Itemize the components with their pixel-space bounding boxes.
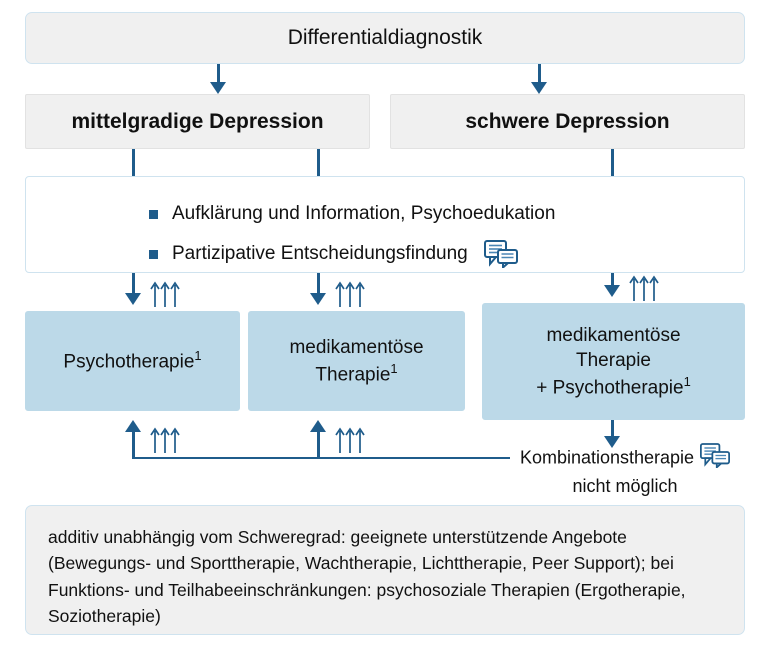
connector-to-treatment-2 xyxy=(317,273,320,295)
connector-moderate-right xyxy=(317,149,320,176)
list-item: Aufklärung und Information, Psychoedukat… xyxy=(149,197,744,231)
footnote-marker: 1 xyxy=(683,373,691,389)
treatment-label-3-line1: medikamentöse xyxy=(546,324,681,346)
arrow-down-icon xyxy=(310,293,326,305)
footnote-text: additiv unabhängig vom Schweregrad: geei… xyxy=(48,527,686,626)
severity-label-severe: schwere Depression xyxy=(465,109,670,133)
footnote-marker: 1 xyxy=(390,360,398,376)
combination-line1: Kombinationstherapie xyxy=(519,447,695,468)
combination-line2: nicht möglich xyxy=(572,476,678,497)
severity-label-moderate: mittelgradige Depression xyxy=(71,109,324,133)
treatment-box-combination: medikamentöse Therapie + Psychotherapie1 xyxy=(482,303,745,420)
triple-up-arrow-icon xyxy=(150,278,182,313)
connector-severe xyxy=(611,149,614,176)
general-measures-box: Aufklärung und Information, Psychoedukat… xyxy=(25,176,745,273)
connector-title-to-severe xyxy=(538,64,541,84)
speech-bubbles-icon xyxy=(483,240,518,268)
combination-not-possible-label: Kombinationstherapie nicht möglich xyxy=(505,443,745,499)
arrow-down-icon xyxy=(210,82,226,94)
arrow-down-icon xyxy=(604,436,620,448)
treatment-label-2-line1: medikamentöse xyxy=(289,336,424,358)
additional-measures-box: additiv unabhängig vom Schweregrad: geei… xyxy=(25,505,745,635)
arrow-down-icon xyxy=(125,293,141,305)
connector-to-treatment-1 xyxy=(132,273,135,295)
diagnosis-title-box: Differentialdiagnostik xyxy=(25,12,745,64)
arrow-down-icon xyxy=(604,285,620,297)
footnote-marker: 1 xyxy=(194,348,202,364)
return-path-line xyxy=(132,457,510,459)
treatment-box-medication: medikamentöse Therapie1 xyxy=(248,311,465,411)
treatment-box-psychotherapy: Psychotherapie1 xyxy=(25,311,240,411)
speech-bubbles-icon xyxy=(700,443,731,474)
treatment-label-3-line2: Therapie xyxy=(576,349,651,371)
connector-to-treatment-3 xyxy=(611,273,614,287)
severity-box-moderate: mittelgradige Depression xyxy=(25,94,370,149)
triple-up-arrow-icon xyxy=(335,424,367,459)
triple-up-arrow-icon xyxy=(629,272,661,307)
treatment-label-1: Psychotherapie xyxy=(63,351,195,373)
list-item: Partizipative Entscheidungsfindung xyxy=(149,237,744,271)
return-connector-1 xyxy=(132,432,135,458)
triple-up-arrow-icon xyxy=(335,278,367,313)
severity-box-severe: schwere Depression xyxy=(390,94,745,149)
bullet-square-icon xyxy=(149,209,158,219)
arrow-up-icon xyxy=(125,420,141,432)
measure-label-2: Partizipative Entscheidungsfindung xyxy=(172,243,468,264)
connector-moderate-left xyxy=(132,149,135,176)
return-connector-2 xyxy=(317,432,320,458)
treatment-label-2-line2: Therapie xyxy=(315,364,391,386)
treatment-label-3-line3: + Psychotherapie xyxy=(536,377,684,399)
connector-to-combination xyxy=(611,420,614,438)
connector-title-to-moderate xyxy=(217,64,220,84)
triple-up-arrow-icon xyxy=(150,424,182,459)
arrow-down-icon xyxy=(531,82,547,94)
measure-label-1: Aufklärung und Information, Psychoedukat… xyxy=(172,203,556,224)
arrow-up-icon xyxy=(310,420,326,432)
page-title: Differentialdiagnostik xyxy=(287,26,483,49)
bullet-square-icon xyxy=(149,249,158,259)
